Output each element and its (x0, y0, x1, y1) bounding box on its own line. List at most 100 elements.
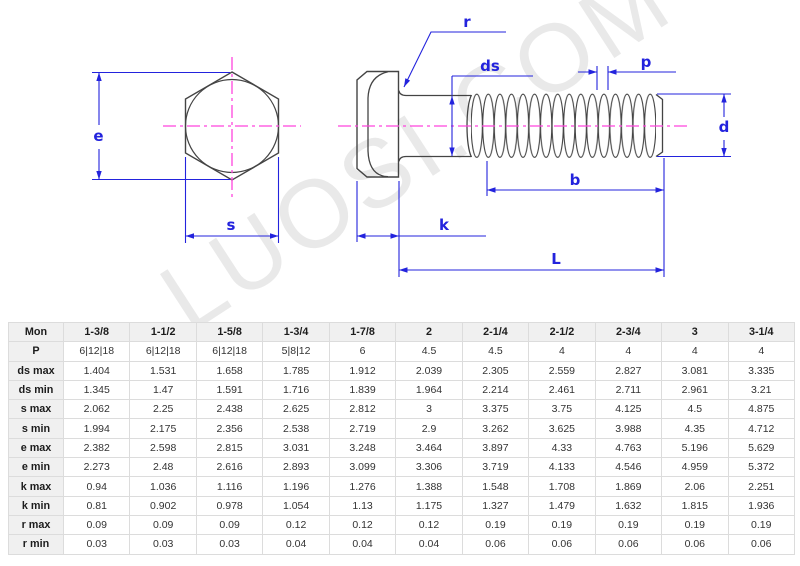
table-cell: 1.839 (328, 379, 397, 401)
dim-label-r: r (463, 13, 471, 31)
table-cell: 2.559 (528, 360, 596, 381)
column-header: 1-3/4 (262, 321, 330, 343)
row-label: P (8, 341, 64, 362)
centerlines (163, 57, 690, 197)
table-cell: 2.48 (129, 457, 197, 478)
table-cell: 1.658 (195, 360, 264, 381)
table-cell: 3.75 (528, 399, 596, 420)
row-label: s max (8, 399, 64, 420)
table-cell: 3.21 (727, 379, 796, 401)
table-cell: 0.04 (328, 534, 397, 555)
table-cell: 0.19 (461, 514, 530, 536)
table-cell: 4.875 (727, 399, 796, 420)
table-cell: 3.248 (328, 437, 397, 459)
table-cell: 0.04 (262, 534, 330, 555)
table-cell: 2.214 (461, 379, 530, 401)
dim-label-k: k (439, 216, 450, 234)
column-header: 1-3/8 (62, 321, 131, 343)
table-cell: 5.196 (661, 437, 729, 459)
table-cell: 6|12|18 (195, 341, 264, 362)
table-cell: 1.479 (528, 495, 596, 516)
row-label: e min (8, 457, 64, 478)
table-cell: 4.5 (461, 341, 530, 362)
row-label: k min (8, 495, 64, 516)
table-cell: 6|12|18 (129, 341, 197, 362)
table-cell: 0.03 (62, 534, 131, 555)
table-cell: 2.812 (328, 399, 397, 420)
table-cell: 1.196 (262, 476, 330, 497)
table-cell: 3.625 (528, 418, 596, 439)
column-header: 2-1/4 (461, 321, 530, 343)
table-cell: 1.936 (727, 495, 796, 516)
table-cell: 2.9 (395, 418, 463, 439)
column-header: 3 (661, 321, 729, 343)
dim-label-b: b (570, 171, 581, 189)
table-cell: 3.081 (661, 360, 729, 381)
table-cell: 2.356 (195, 418, 264, 439)
table-cell: 2.711 (594, 379, 663, 401)
table-cell: 2.893 (262, 457, 330, 478)
table-cell: 3.306 (395, 457, 463, 478)
row-label: s min (8, 418, 64, 439)
table-cell: 0.03 (129, 534, 197, 555)
shank-bottom-edge (398, 155, 471, 162)
dim-label-p: p (641, 53, 652, 71)
bolt-head-profile (356, 70, 400, 178)
column-header: 2-1/2 (528, 321, 596, 343)
row-label: e max (8, 437, 64, 459)
dim-label-ds: ds (480, 57, 500, 75)
table-cell: 1.964 (395, 379, 463, 401)
table-cell: 2.039 (395, 360, 463, 381)
table-cell: 2.25 (129, 399, 197, 420)
table-cell: 0.04 (395, 534, 463, 555)
table-cell: 1.869 (594, 476, 663, 497)
table-cell: 1.531 (129, 360, 197, 381)
table-cell: 0.902 (129, 495, 197, 516)
table-cell: 1.716 (262, 379, 330, 401)
table-cell: 0.81 (62, 495, 131, 516)
table-cell: 0.06 (594, 534, 663, 555)
table-cell: 0.09 (195, 514, 264, 536)
table-cell: 1.994 (62, 418, 131, 439)
table-cell: 0.06 (461, 534, 530, 555)
table-cell: 0.06 (661, 534, 729, 555)
table-cell: 1.47 (129, 379, 197, 401)
table-cell: 6|12|18 (62, 341, 131, 362)
corner-header: Mon (8, 321, 64, 343)
table-cell: 4.5 (395, 341, 463, 362)
row-label: ds min (8, 379, 64, 401)
table-cell: 5.372 (727, 457, 796, 478)
table-cell: 3.897 (461, 437, 530, 459)
table-cell: 4 (727, 341, 796, 362)
table-cell: 0.06 (528, 534, 596, 555)
table-cell: 0.19 (727, 514, 796, 536)
table-cell: 0.03 (195, 534, 264, 555)
table-cell: 4.5 (661, 399, 729, 420)
table-cell: 0.12 (262, 514, 330, 536)
table-cell: 1.276 (328, 476, 397, 497)
table-cell: 3.262 (461, 418, 530, 439)
table-cell: 2.719 (328, 418, 397, 439)
table-cell: 2.598 (129, 437, 197, 459)
table-cell: 4.33 (528, 437, 596, 459)
table-cell: 5.629 (727, 437, 796, 459)
table-cell: 4.959 (661, 457, 729, 478)
column-header: 1-1/2 (129, 321, 197, 343)
table-cell: 4 (594, 341, 663, 362)
column-header: 3-1/4 (727, 321, 796, 343)
table-cell: 4.35 (661, 418, 729, 439)
table-cell: 2.461 (528, 379, 596, 401)
table-cell: 1.175 (395, 495, 463, 516)
dim-label-s: s (227, 216, 236, 234)
table-cell: 3.464 (395, 437, 463, 459)
table-cell: 2.616 (195, 457, 264, 478)
